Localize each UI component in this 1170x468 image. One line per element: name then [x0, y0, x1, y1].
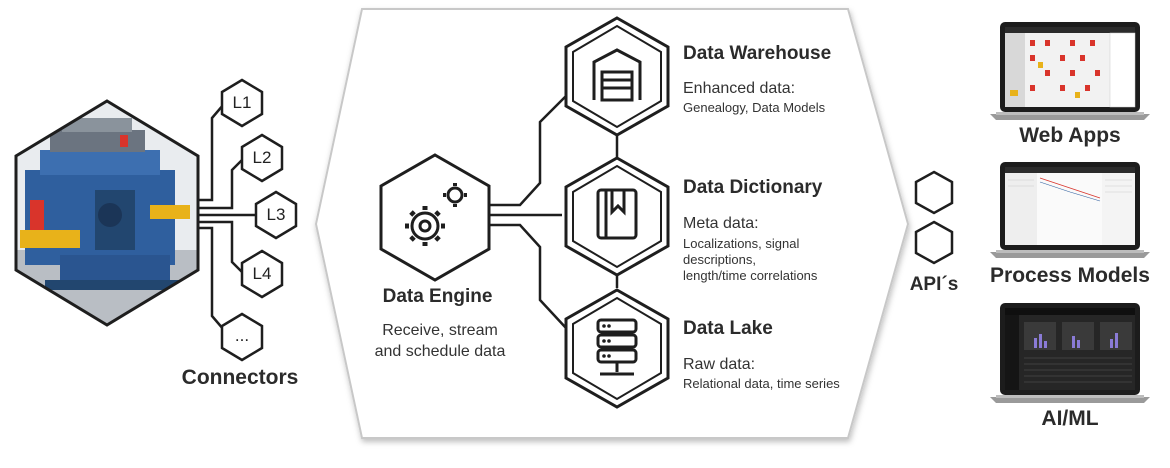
- connector-l1-hex: [220, 78, 264, 128]
- warehouse-icon: [592, 48, 642, 102]
- data-engine-hexagon: [379, 153, 491, 282]
- connector-more-hex: [220, 312, 264, 362]
- data-lake-hexagon: [564, 288, 670, 409]
- data-warehouse-title: Data Warehouse: [683, 43, 832, 64]
- connector-hexagons: [220, 78, 298, 362]
- data-dictionary-subtitle: Meta data:: [683, 215, 759, 232]
- data-lake-detail: Relational data, time series: [683, 376, 840, 391]
- laptop-ai-ml: [990, 303, 1150, 403]
- ai-ml-title: AI/ML: [1041, 407, 1099, 430]
- api-hexagons: [914, 170, 954, 265]
- connector-more-label: ...: [234, 326, 250, 345]
- data-warehouse-subtitle: Enhanced data:: [683, 80, 796, 97]
- data-engine-description-line2: and schedule data: [374, 343, 506, 360]
- connectors-title: Connectors: [181, 366, 299, 389]
- connector-l2-hex: [240, 133, 284, 183]
- book-icon: [596, 188, 638, 240]
- data-lake-subtitle: Raw data:: [683, 356, 756, 373]
- laptop-process-models: [990, 162, 1150, 258]
- data-dictionary-detail-line1: Localizations, signal: [683, 236, 800, 251]
- connector-l2-label: L2: [252, 148, 272, 167]
- gears-icon: [405, 183, 467, 246]
- connector-l1-label: L1: [232, 93, 252, 112]
- connector-l4-hex: [240, 249, 284, 299]
- data-dictionary-detail-line3: length/time correlations: [683, 268, 818, 283]
- data-warehouse-detail: Genealogy, Data Models: [683, 100, 826, 115]
- data-engine-description-line1: Receive, stream: [382, 322, 498, 339]
- data-engine-title: Data Engine: [382, 286, 493, 307]
- connector-lines: [198, 103, 256, 331]
- data-lake-title: Data Lake: [683, 318, 773, 339]
- data-dictionary-hexagon: [564, 156, 670, 277]
- data-warehouse-hexagon: [564, 16, 670, 137]
- connector-l3-hex: [254, 190, 298, 240]
- server-icon: [596, 318, 638, 376]
- machine-hexagon: [14, 99, 200, 327]
- web-apps-title: Web Apps: [1019, 124, 1121, 147]
- process-models-title: Process Models: [990, 264, 1150, 287]
- connector-l4-label: L4: [252, 264, 272, 283]
- data-dictionary-title: Data Dictionary: [683, 177, 823, 198]
- data-dictionary-detail-line2: descriptions,: [683, 252, 756, 267]
- connector-l3-label: L3: [266, 205, 286, 224]
- api-title: API´s: [909, 274, 959, 295]
- laptop-web-apps: [990, 22, 1150, 120]
